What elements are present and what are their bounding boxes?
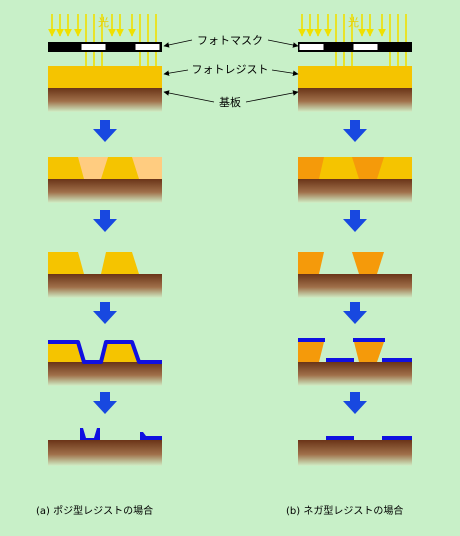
caption-negative: (b) ネガ型レジストの場合 [286, 504, 403, 517]
light-label-left: 光 [98, 15, 109, 29]
pointer-arrow-icon [271, 69, 299, 77]
pointer-arrow-icon [163, 90, 215, 103]
substrate-left [48, 88, 162, 112]
down-arrow-icon [93, 302, 117, 324]
center-labels: フォトマスク フォトレジスト 基板 [163, 34, 299, 109]
pointer-arrow-icon [267, 39, 299, 48]
photoresist-right [298, 66, 412, 88]
down-arrow-icon [93, 392, 117, 414]
step-deposition-right [298, 338, 412, 386]
light-label-right: 光 [348, 15, 359, 29]
pointer-arrow-icon [245, 90, 299, 103]
mask-window [298, 43, 325, 51]
step-developed-left [48, 252, 162, 298]
mask-window [80, 43, 107, 51]
substrate-label: 基板 [219, 95, 241, 109]
step-developed-right [298, 252, 412, 298]
pointer-arrow-icon [163, 39, 193, 48]
down-arrow-icon [93, 210, 117, 232]
substrate-right [298, 88, 412, 112]
step-exposed-right [298, 157, 412, 203]
photomask-label: フォトマスク [197, 34, 263, 47]
down-arrow-icon [343, 392, 367, 414]
mask-window [352, 43, 379, 51]
mask-window [134, 43, 161, 51]
step-liftoff-left [48, 428, 162, 466]
photoresist-label: フォトレジスト [192, 63, 269, 76]
step-exposed-left [48, 157, 162, 203]
photoresist-left [48, 66, 162, 88]
step-liftoff-right [298, 436, 412, 466]
pointer-arrow-icon [163, 69, 189, 76]
down-arrow-icon [343, 210, 367, 232]
down-arrow-icon [343, 302, 367, 324]
negative-column: 光 [286, 14, 412, 517]
down-arrow-icon [343, 120, 367, 142]
down-arrow-icon [93, 120, 117, 142]
positive-column: 光 [36, 14, 162, 517]
caption-positive: (a) ポジ型レジストの場合 [36, 504, 153, 517]
step-deposition-left [48, 340, 162, 386]
